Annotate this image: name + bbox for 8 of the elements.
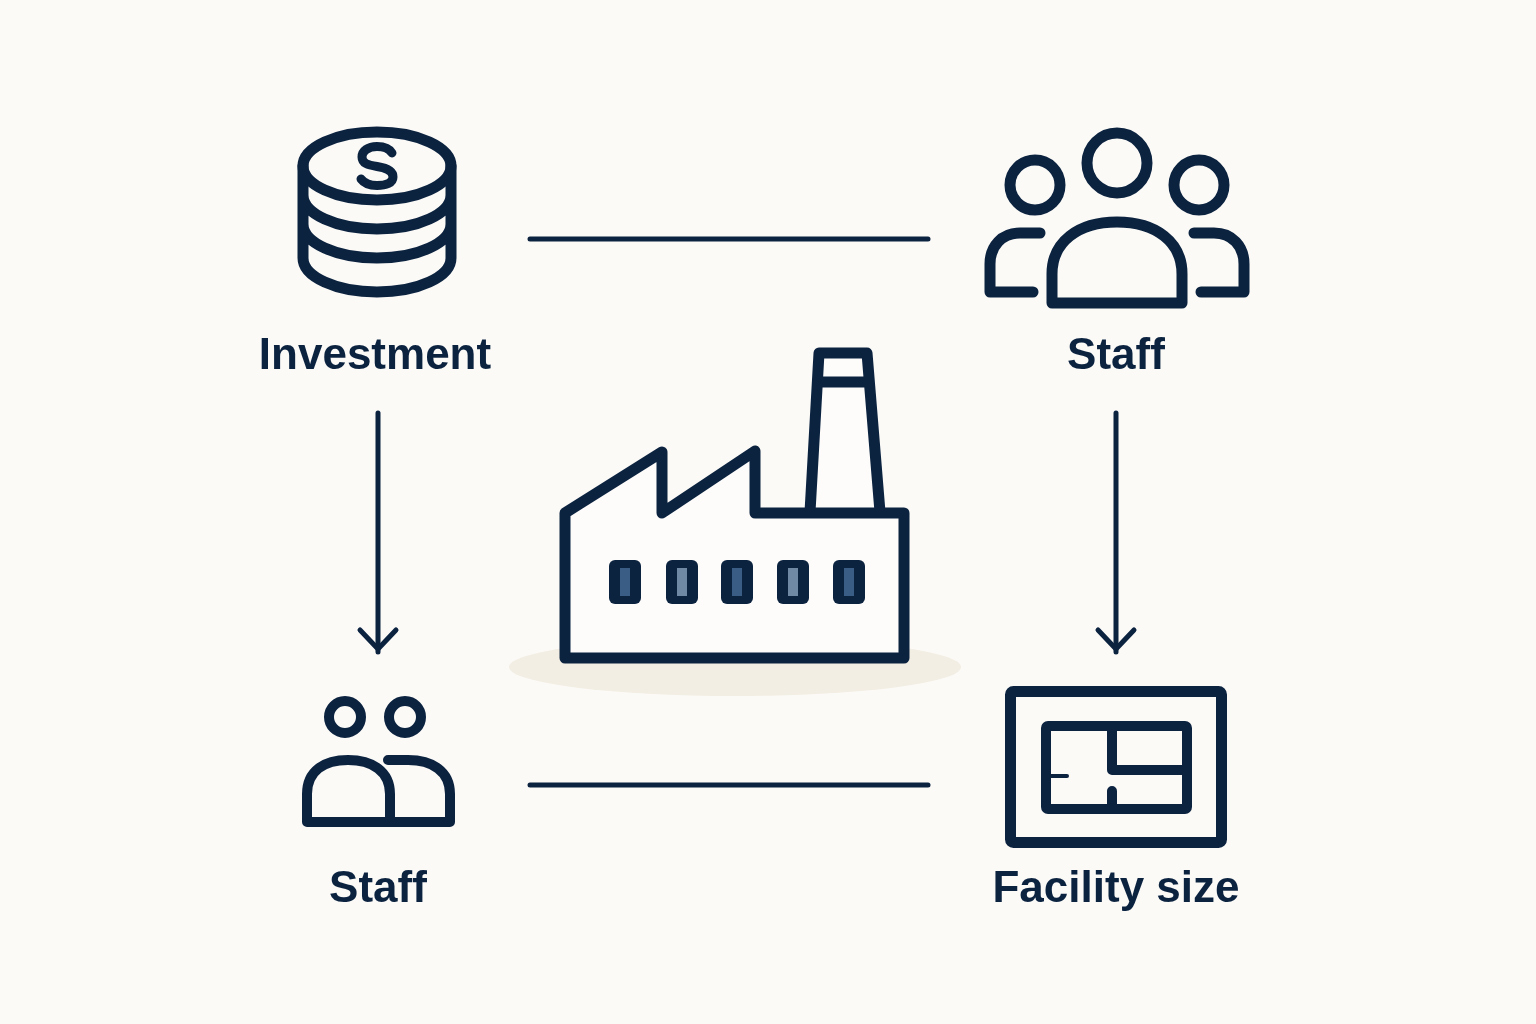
node-label: Staff — [1067, 329, 1165, 379]
arrow — [1095, 410, 1137, 655]
node-label: Staff — [329, 862, 427, 912]
arrow — [357, 410, 399, 655]
node-label: Investment — [258, 329, 492, 379]
connector-line — [527, 236, 931, 242]
node-label: Facility size — [992, 862, 1240, 912]
connector-line — [527, 782, 931, 788]
